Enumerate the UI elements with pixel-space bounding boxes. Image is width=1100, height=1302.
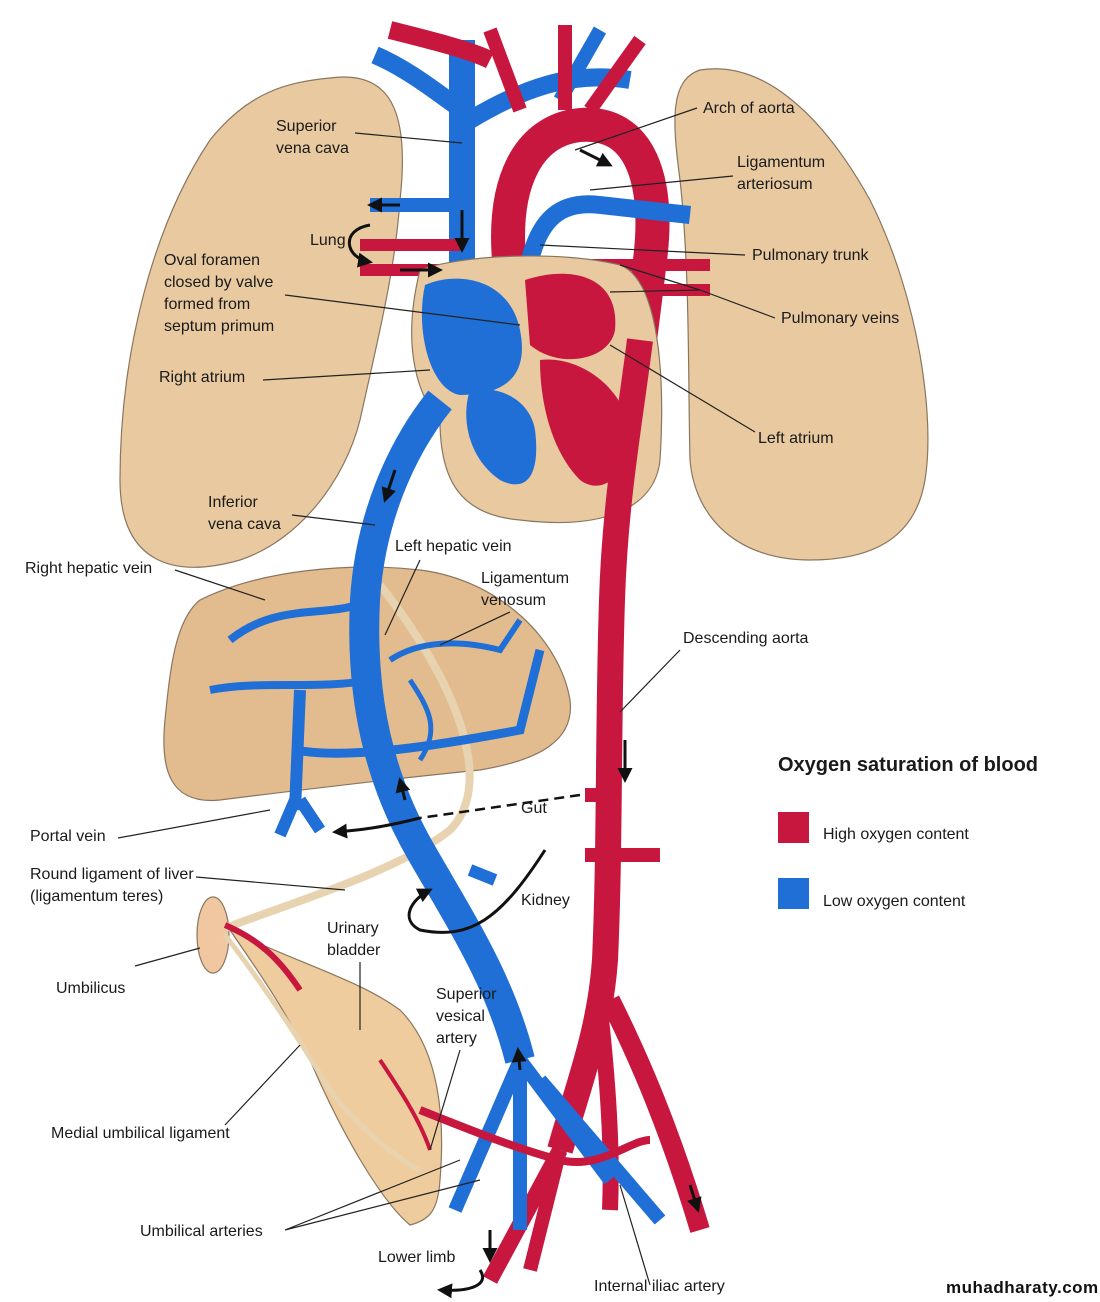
label-superior-vesical-artery: Superior vesical artery [436, 986, 497, 1047]
legend-label-high-oxygen: High oxygen content [823, 826, 969, 843]
label-pulmonary-trunk: Pulmonary trunk [752, 247, 869, 264]
gut-connector [419, 793, 581, 820]
umbilical-arteries [418, 1106, 651, 1166]
label-gut: Gut [521, 800, 547, 817]
label-lower-limb: Lower limb [378, 1249, 456, 1266]
label-internal-iliac-artery: Internal iliac artery [594, 1278, 725, 1295]
right-atrium [421, 278, 522, 395]
label-left-atrium: Left atrium [758, 430, 834, 447]
label-kidney: Kidney [521, 892, 570, 909]
hepatic-veins [209, 596, 545, 811]
legend-swatch-high-oxygen [778, 812, 809, 843]
label-arch-of-aorta: Arch of aorta [703, 100, 795, 117]
label-left-hepatic-vein: Left hepatic vein [395, 538, 512, 555]
label-right-hepatic-vein: Right hepatic vein [25, 560, 153, 577]
label-superior-vena-cava: Superior vena cava [276, 118, 349, 157]
label-descending-aorta: Descending aorta [683, 630, 809, 647]
portal-vein [274, 796, 325, 838]
superior-vesical-artery [378, 1058, 432, 1151]
label-oval-foramen: Oval foramen closed by valve formed from… [164, 252, 275, 335]
watermark: muhadharaty.com [946, 1278, 1099, 1297]
left-ventricle [540, 359, 630, 486]
label-lung: Lung [310, 232, 346, 249]
label-umbilicus: Umbilicus [56, 980, 126, 997]
round-ligament-of-liver [223, 582, 474, 932]
label-umbilical-arteries: Umbilical arteries [140, 1223, 263, 1240]
label-right-atrium: Right atrium [159, 369, 246, 386]
descending-aorta [547, 338, 653, 1154]
umbilicus [196, 896, 230, 974]
label-round-ligament: Round ligament of liver (ligamentum tere… [30, 866, 194, 905]
right-ventricle [466, 389, 537, 485]
label-medial-umbilical-ligament: Medial umbilical ligament [51, 1125, 230, 1142]
label-urinary-bladder: Urinary bladder [327, 920, 381, 959]
legend-swatch-low-oxygen [778, 878, 809, 909]
label-ligamentum-venosum: Ligamentum venosum [481, 570, 570, 609]
legend-label-low-oxygen: Low oxygen content [823, 893, 966, 910]
label-portal-vein: Portal vein [30, 828, 106, 845]
left-atrium-chamber [525, 273, 616, 360]
leader-lines [117, 107, 776, 1286]
urinary-bladder [228, 928, 443, 1226]
legend-title: Oxygen saturation of blood [778, 754, 1039, 776]
label-pulmonary-veins: Pulmonary veins [781, 310, 900, 327]
label-inferior-vena-cava: Inferior vena cava [208, 494, 281, 533]
flow-arrows [332, 148, 702, 1299]
umbilical-artery [223, 922, 303, 992]
medial-umbilical-ligament [223, 933, 422, 1173]
label-ligamentum-arteriosum: Ligamentum arteriosum [737, 154, 826, 193]
pulmonary-trunk [521, 195, 691, 263]
